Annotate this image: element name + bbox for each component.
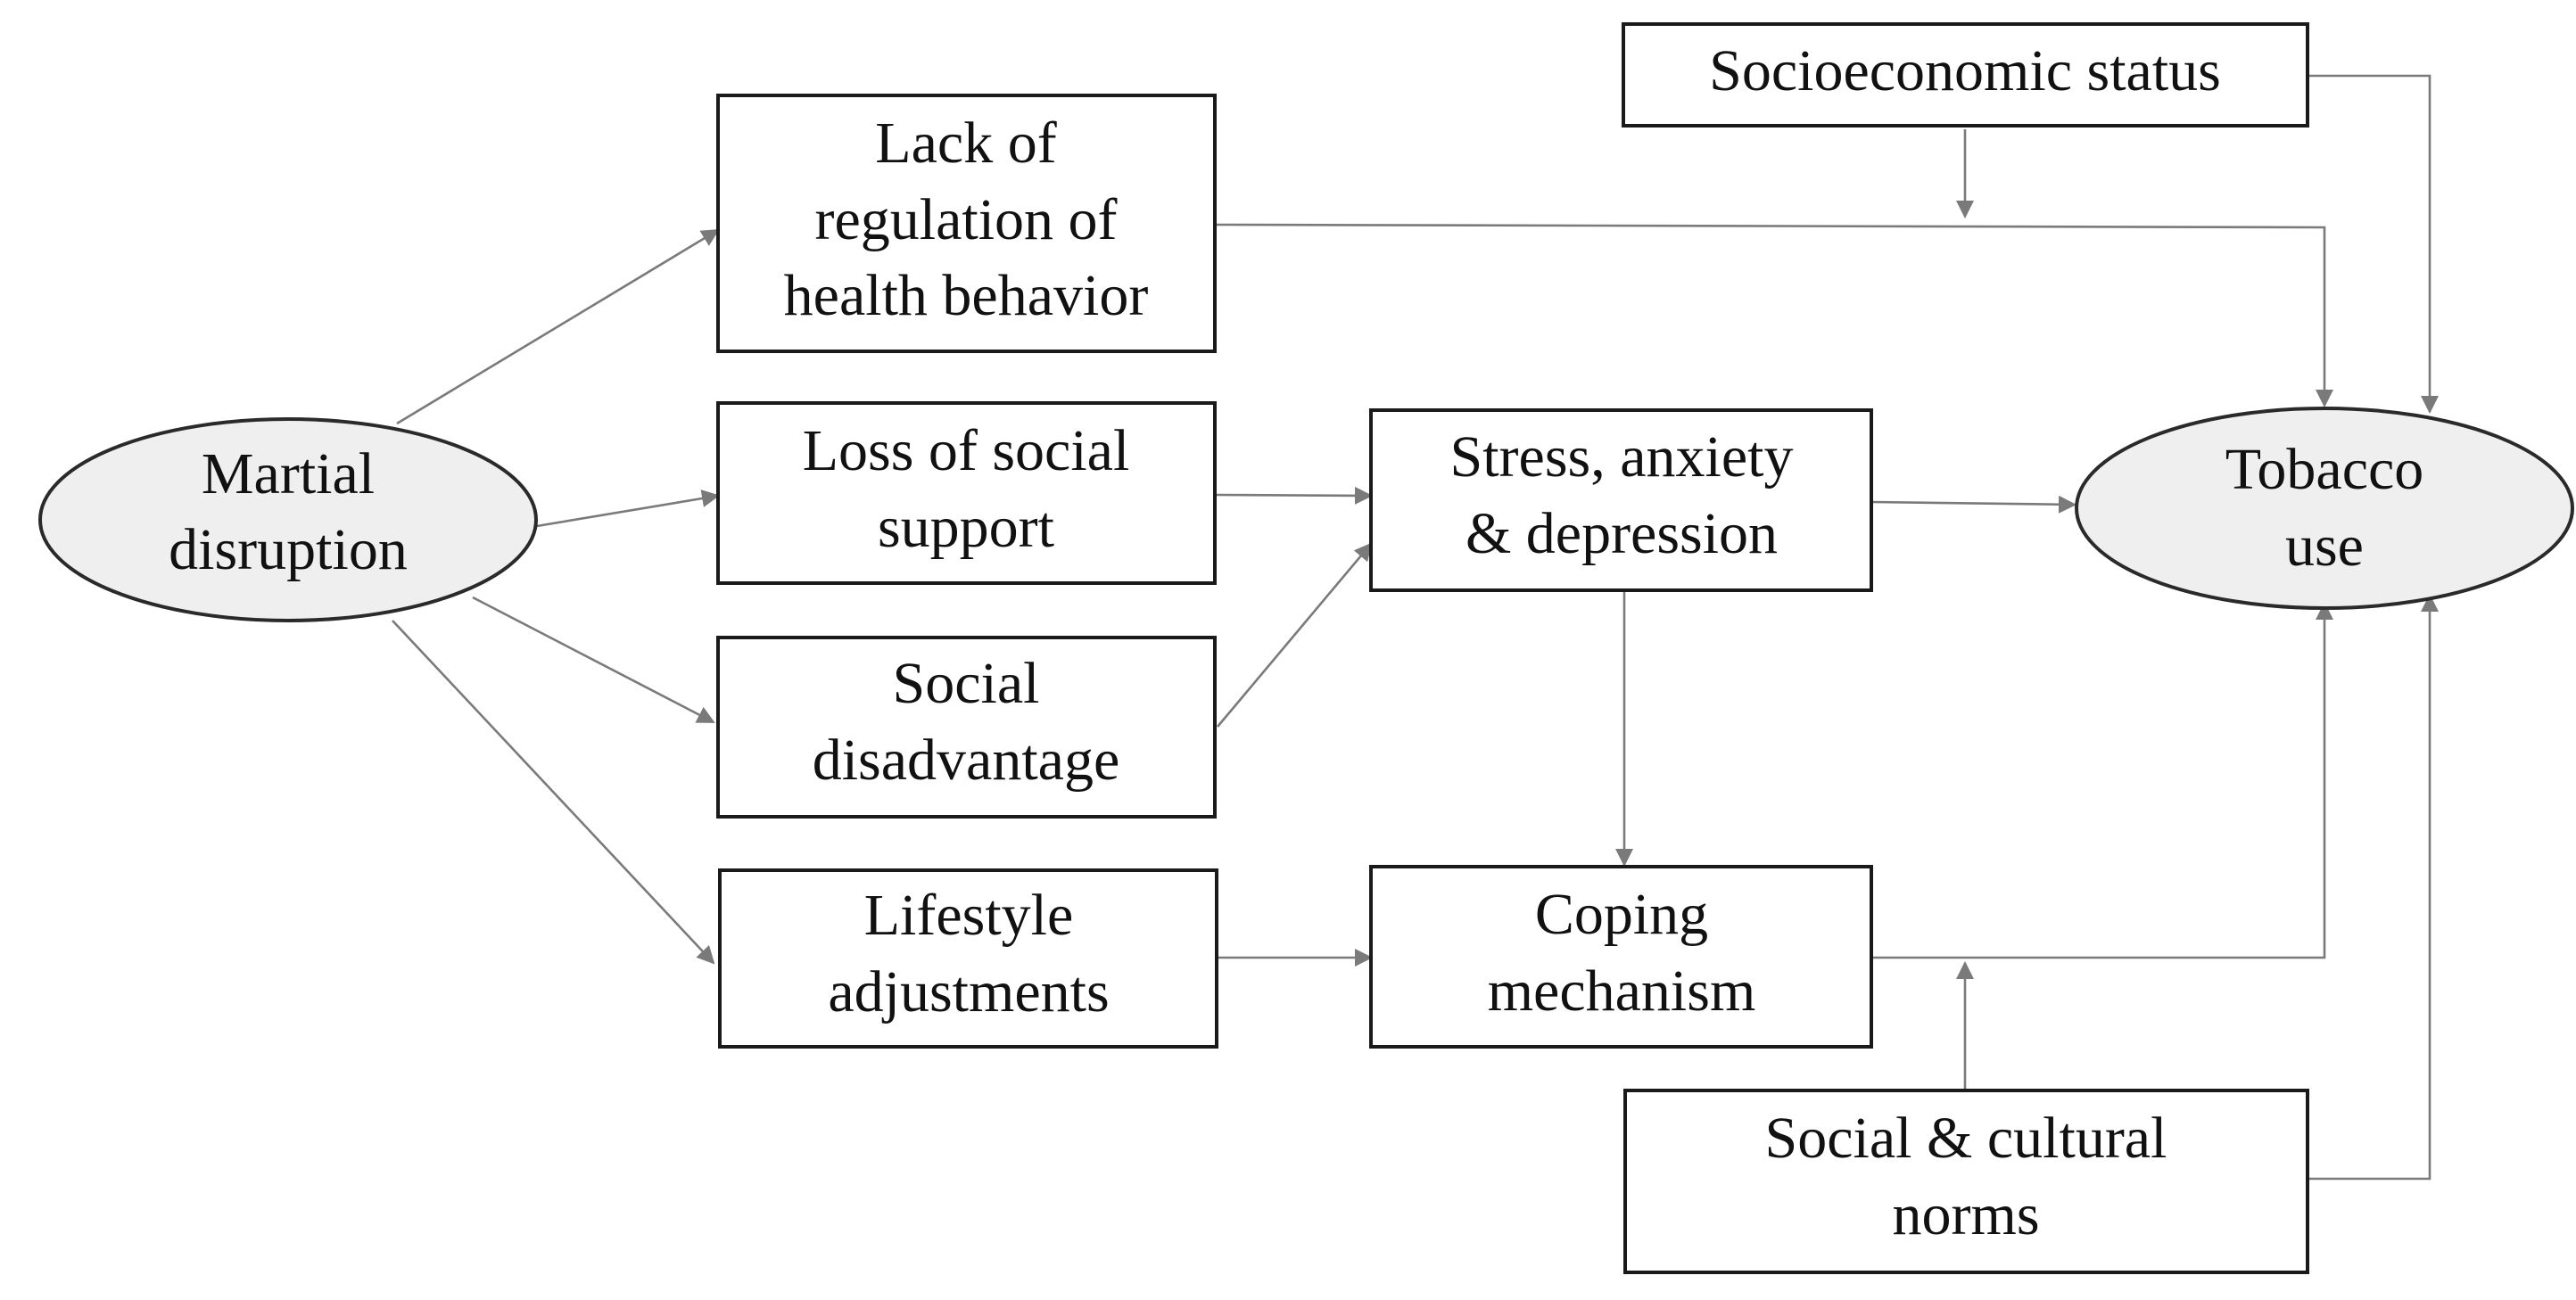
node-loss-of-social-support-line-2: support — [878, 495, 1054, 560]
edge-lack-of-regulation-to-tobacco — [1214, 223, 2333, 407]
node-coping-mechanism-line-1: Coping — [1535, 882, 1708, 947]
node-social-cultural-norms-line-1: Social & cultural — [1765, 1106, 2167, 1171]
nodes: Martial disruption Lack of regulation of… — [38, 22, 2574, 1274]
node-lack-of-regulation-line-2: regulation of — [814, 187, 1117, 252]
node-lack-of-regulation-line-1: Lack of — [875, 111, 1056, 176]
node-social-disadvantage-line-2: disadvantage — [813, 728, 1120, 793]
edges — [392, 74, 2439, 1181]
node-tobacco-use-line-1: Tobacco — [2225, 437, 2424, 502]
edge-norms-to-tobacco — [2308, 594, 2439, 1181]
node-lack-of-regulation-line-3: health behavior — [784, 263, 1149, 328]
edge-disadvantage-to-stress — [1217, 542, 1373, 728]
node-lifestyle-adjustments: Lifestyle adjustments — [718, 868, 1218, 1049]
node-stress-line-1: Stress, anxiety — [1450, 424, 1794, 490]
edge-marital-to-lifestyle-adjustments — [392, 620, 715, 965]
node-stress-line-2: & depression — [1466, 501, 1778, 566]
node-socioeconomic-status: Socioeconomic status — [1622, 22, 2309, 128]
node-marital-disruption-line-2: disruption — [169, 517, 408, 582]
node-lifestyle-adjustments-line-1: Lifestyle — [864, 883, 1074, 948]
node-coping-mechanism-line-2: mechanism — [1488, 959, 1756, 1024]
node-lack-of-regulation: Lack of regulation of health behavior — [716, 94, 1217, 353]
node-loss-of-social-support: Loss of social support — [716, 401, 1217, 585]
edge-stress-to-tobacco — [1870, 495, 2076, 514]
node-marital-disruption: Martial disruption — [38, 417, 538, 622]
node-social-disadvantage: Social disadvantage — [716, 636, 1217, 819]
node-tobacco-use-line-2: use — [2285, 514, 2364, 579]
node-lifestyle-adjustments-line-2: adjustments — [828, 959, 1109, 1024]
edge-marital-to-loss-of-social-support — [536, 490, 720, 528]
edge-marital-to-lack-of-regulation — [396, 228, 720, 425]
node-social-disadvantage-line-1: Social — [893, 651, 1040, 716]
node-coping-mechanism: Coping mechanism — [1369, 865, 1873, 1049]
edge-coping-to-tobacco — [1871, 602, 2333, 959]
node-marital-disruption-line-1: Martial — [202, 441, 375, 506]
edge-marital-to-social-disadvantage — [472, 596, 715, 724]
node-social-cultural-norms-line-2: norms — [1893, 1182, 2040, 1247]
edge-socioeconomic-to-tobacco — [2308, 74, 2439, 414]
node-socioeconomic-status-line-1: Socioeconomic status — [1709, 38, 2221, 103]
node-loss-of-social-support-line-1: Loss of social — [803, 418, 1130, 483]
edge-loss-support-to-stress — [1214, 486, 1373, 505]
node-social-cultural-norms: Social & cultural norms — [1623, 1089, 2309, 1274]
node-tobacco-use: Tobacco use — [2075, 407, 2574, 610]
node-stress-anxiety-depression: Stress, anxiety & depression — [1369, 408, 1873, 592]
